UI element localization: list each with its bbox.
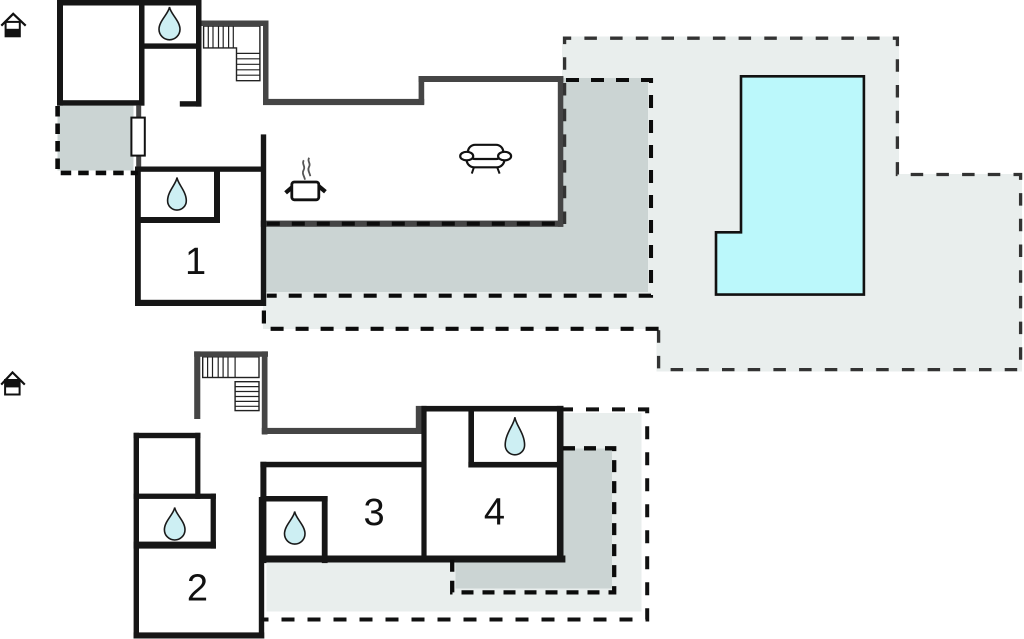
svg-text:2: 2 (187, 567, 208, 609)
svg-text:1: 1 (185, 241, 206, 283)
svg-text:4: 4 (484, 491, 505, 533)
svg-text:3: 3 (364, 492, 385, 534)
